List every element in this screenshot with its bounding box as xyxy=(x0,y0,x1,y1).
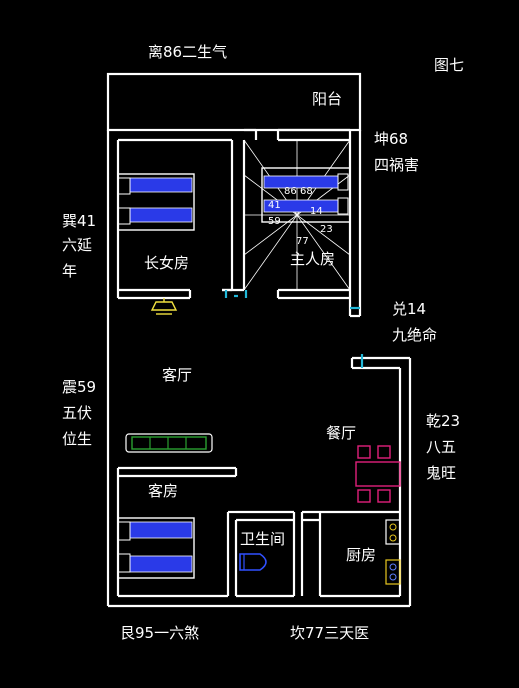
labels: 离86二生气 图七 阳台 坤68 四祸害 巽41 六延 年 长女房 主人房 86… xyxy=(62,43,464,642)
figure-label: 图七 xyxy=(434,56,464,74)
daughter-bed xyxy=(117,173,195,231)
bathroom-label: 卫生间 xyxy=(240,530,285,548)
daughter-room-label: 长女房 xyxy=(144,254,189,272)
guest-bed xyxy=(117,517,195,579)
east-label-2: 六延 xyxy=(62,236,92,254)
kitchen-label: 厨房 xyxy=(346,546,376,564)
qian-label-3: 鬼旺 xyxy=(426,464,456,482)
bed-number-1: 86 xyxy=(284,186,297,197)
guest-room-label: 客房 xyxy=(148,482,178,500)
bottom-mid-label: 坎77三天医 xyxy=(290,624,369,642)
north-label: 离86二生气 xyxy=(148,43,227,61)
zhen-label-3: 位生 xyxy=(62,430,92,448)
sofa-icon xyxy=(125,433,213,453)
dui-label-2: 九绝命 xyxy=(392,326,437,344)
qian-label-1: 乾23 xyxy=(426,412,460,430)
zhen-label-2: 五伏 xyxy=(62,404,92,422)
balcony-label: 阳台 xyxy=(312,90,342,108)
east-label-1: 巽41 xyxy=(62,212,96,230)
bed-number-3: 41 xyxy=(268,200,281,211)
qian-label-2: 八五 xyxy=(426,438,456,456)
northeast-label-2: 四祸害 xyxy=(374,156,419,174)
toilet-icon xyxy=(239,553,267,571)
bottom-left-label: 艮95一六煞 xyxy=(120,624,199,642)
lamp-icon xyxy=(150,298,178,315)
master-room-label: 主人房 xyxy=(290,250,335,268)
zhen-label-1: 震59 xyxy=(62,378,96,396)
dining-table-icon xyxy=(355,445,401,503)
dui-label-1: 兑14 xyxy=(392,300,426,318)
bed-number-7: 23 xyxy=(320,224,333,235)
living-room-label: 客厅 xyxy=(162,366,192,384)
dining-label: 餐厅 xyxy=(326,424,356,442)
master-bed xyxy=(261,167,351,223)
northeast-label-1: 坤68 xyxy=(374,130,408,148)
cyan-accents xyxy=(224,290,364,368)
inner-walls xyxy=(116,128,402,598)
bed-number-6: 77 xyxy=(296,236,309,247)
east-label-3: 年 xyxy=(62,262,77,280)
bed-number-4: 59 xyxy=(268,216,281,227)
bed-number-2: 68 xyxy=(300,186,313,197)
kitchen-appliances-icon xyxy=(385,519,401,585)
bed-number-5: 14 xyxy=(310,206,323,217)
